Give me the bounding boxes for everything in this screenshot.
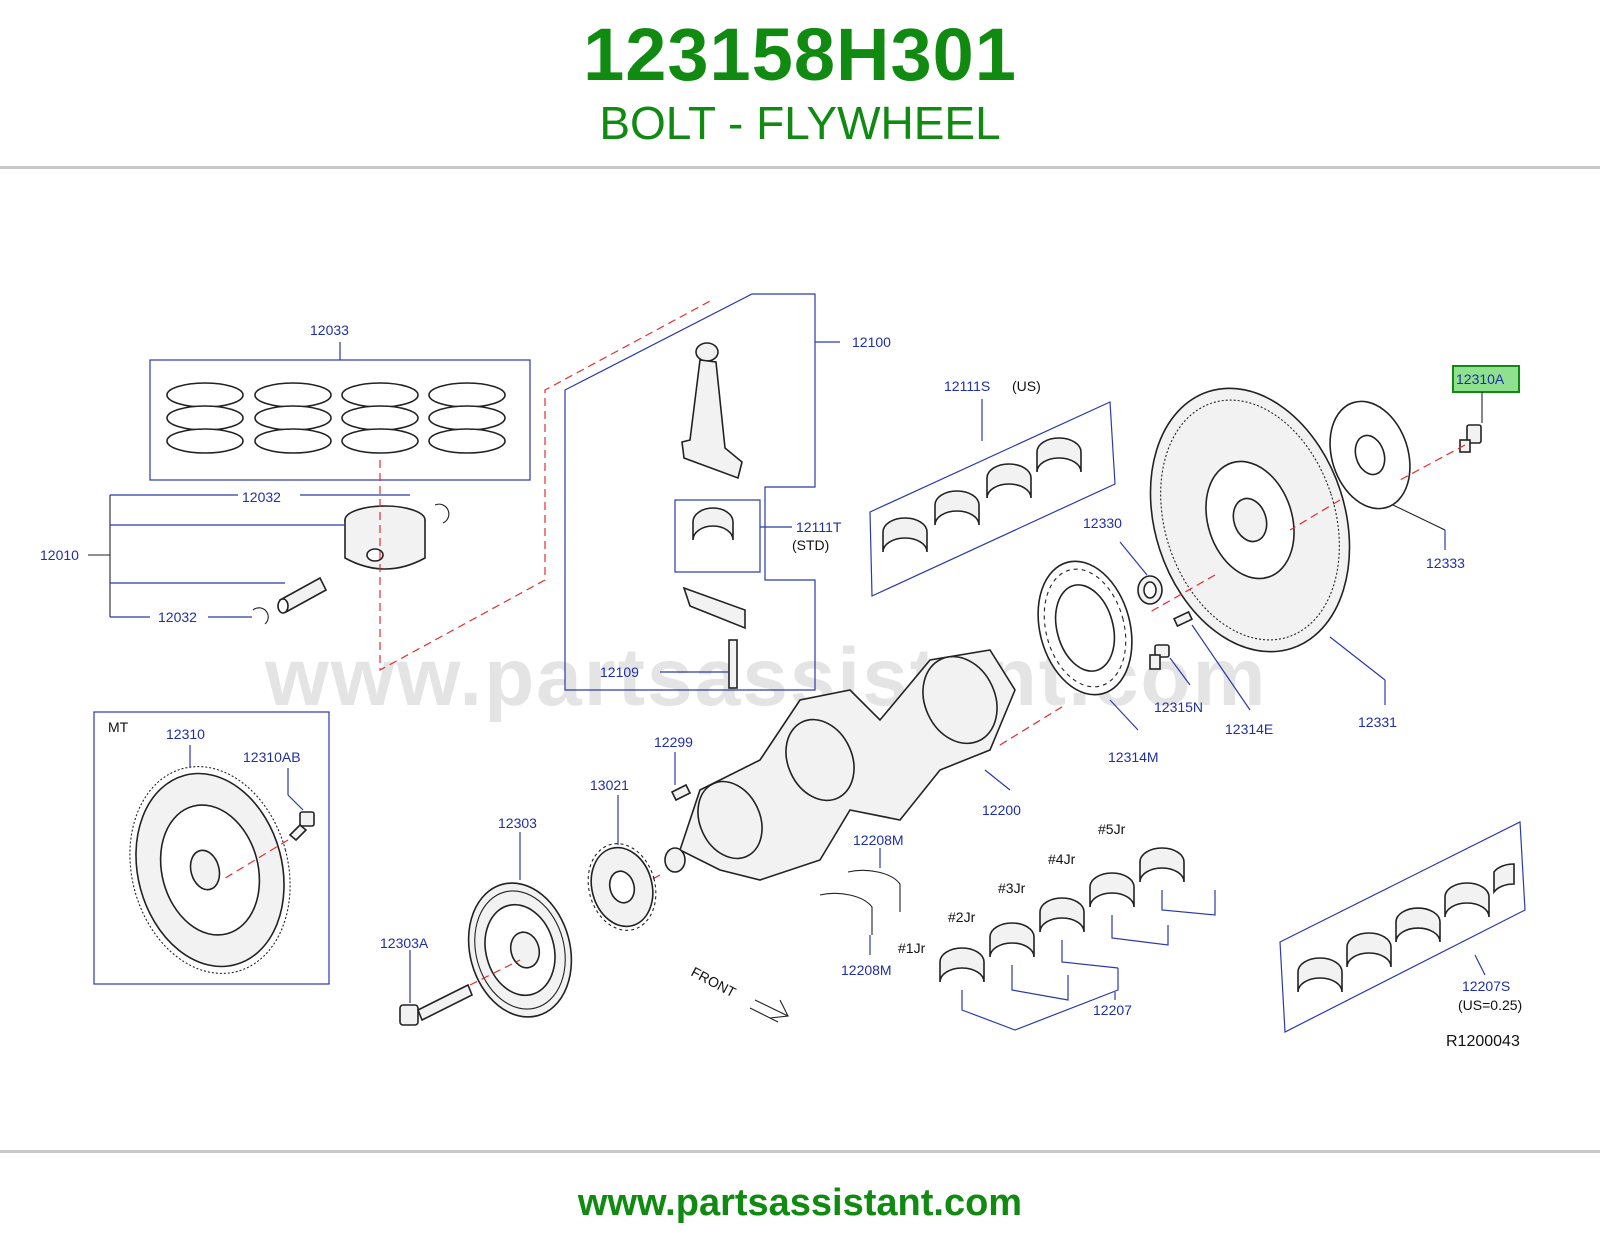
rod-bolt-icon — [728, 639, 738, 689]
label-12111t[interactable]: 12111T — [796, 519, 842, 535]
crank-pulley-icon — [467, 882, 573, 1018]
label-12111s[interactable]: 12111S — [944, 378, 990, 394]
diagram-code: R1200043 — [1446, 1033, 1520, 1050]
reinforcement-plate-icon — [1329, 400, 1411, 510]
main-bearing-lower-icon — [939, 847, 1185, 983]
piston-ring-set-3 — [341, 382, 419, 454]
label-12208m-top[interactable]: 12208M — [853, 832, 904, 848]
mt-flywheel-box — [93, 711, 330, 985]
thrust-washer-icon — [819, 869, 901, 935]
label-12033[interactable]: 12033 — [310, 322, 349, 338]
piston-ring-set-1 — [166, 382, 244, 454]
label-12333[interactable]: 12333 — [1426, 555, 1465, 571]
crank-sprocket-icon — [587, 843, 657, 931]
circlip-icon — [252, 503, 450, 625]
label-jr2: #2Jr — [948, 909, 976, 925]
page-header: 123158H301 BOLT - FLYWHEEL — [0, 0, 1600, 168]
label-12200[interactable]: 12200 — [982, 802, 1021, 818]
part-name-subtitle: BOLT - FLYWHEEL — [599, 97, 1001, 149]
label-12109[interactable]: 12109 — [600, 664, 639, 680]
flywheel-bolt-icon — [1459, 424, 1482, 453]
label-12032-bottom[interactable]: 12032 — [158, 609, 197, 625]
signal-plate-icon — [1037, 560, 1133, 696]
label-jr4: #4Jr — [1048, 851, 1076, 867]
front-direction-label: FRONT — [689, 964, 739, 1001]
crank-bolt-icon — [1149, 644, 1170, 670]
header-divider — [0, 166, 1600, 169]
label-jr1: #1Jr — [898, 940, 926, 956]
label-12111s-note: (US) — [1012, 378, 1041, 394]
label-jr3: #3Jr — [998, 880, 1026, 896]
label-12314e[interactable]: 12314E — [1225, 721, 1273, 737]
footer-divider — [0, 1150, 1600, 1153]
crankshaft-icon — [664, 649, 1016, 881]
label-12330[interactable]: 12330 — [1083, 515, 1122, 531]
label-12208m-bottom[interactable]: 12208M — [841, 962, 892, 978]
main-bearing-undersize-icon — [1297, 863, 1515, 993]
dowel-pin-icon — [1172, 610, 1194, 628]
label-mt: MT — [108, 719, 129, 735]
rod-bearing-icon — [692, 507, 734, 541]
label-12310a[interactable]: 12310A — [1456, 371, 1505, 387]
label-12207s[interactable]: 12207S — [1462, 978, 1510, 994]
piston-rings-group[interactable] — [149, 342, 531, 481]
flywheel-mt-icon — [129, 766, 291, 974]
label-12111t-note: (STD) — [792, 537, 829, 553]
main-bearing-upper-icon — [882, 437, 1082, 553]
label-12299[interactable]: 12299 — [654, 734, 693, 750]
woodruff-key-icon — [670, 783, 692, 802]
drive-plate-icon — [1149, 387, 1351, 653]
label-12207[interactable]: 12207 — [1093, 1002, 1132, 1018]
label-12315n[interactable]: 12315N — [1154, 699, 1203, 715]
piston-ring-set-4 — [428, 382, 506, 454]
label-12310[interactable]: 12310 — [166, 726, 205, 742]
label-12314m[interactable]: 12314M — [1108, 749, 1159, 765]
rod-cap-icon — [682, 586, 746, 630]
label-12310ab[interactable]: 12310AB — [243, 749, 301, 765]
piston-icon — [344, 505, 426, 570]
label-12303[interactable]: 12303 — [498, 815, 537, 831]
front-arrow-icon — [749, 999, 789, 1023]
footer-website[interactable]: www.partsassistant.com — [577, 1182, 1023, 1224]
label-12100[interactable]: 12100 — [852, 334, 891, 350]
flywheel-mt-bolt-icon — [288, 811, 315, 842]
connecting-rod-icon — [681, 342, 743, 480]
label-12010[interactable]: 12010 — [40, 547, 79, 563]
label-13021[interactable]: 13021 — [590, 777, 629, 793]
label-jr5: #5Jr — [1098, 821, 1126, 837]
oil-seal-icon — [1137, 575, 1163, 605]
piston-ring-set-2 — [254, 382, 332, 454]
label-12331[interactable]: 12331 — [1358, 714, 1397, 730]
part-number-title: 123158H301 — [583, 13, 1017, 96]
piston-pin-icon — [277, 576, 328, 614]
pulley-bolt-icon — [399, 983, 474, 1026]
highlight-box-12310a — [1452, 365, 1520, 393]
label-12207s-note: (US=0.25) — [1458, 997, 1522, 1013]
label-12032-top[interactable]: 12032 — [242, 489, 281, 505]
label-12303a[interactable]: 12303A — [380, 935, 429, 951]
